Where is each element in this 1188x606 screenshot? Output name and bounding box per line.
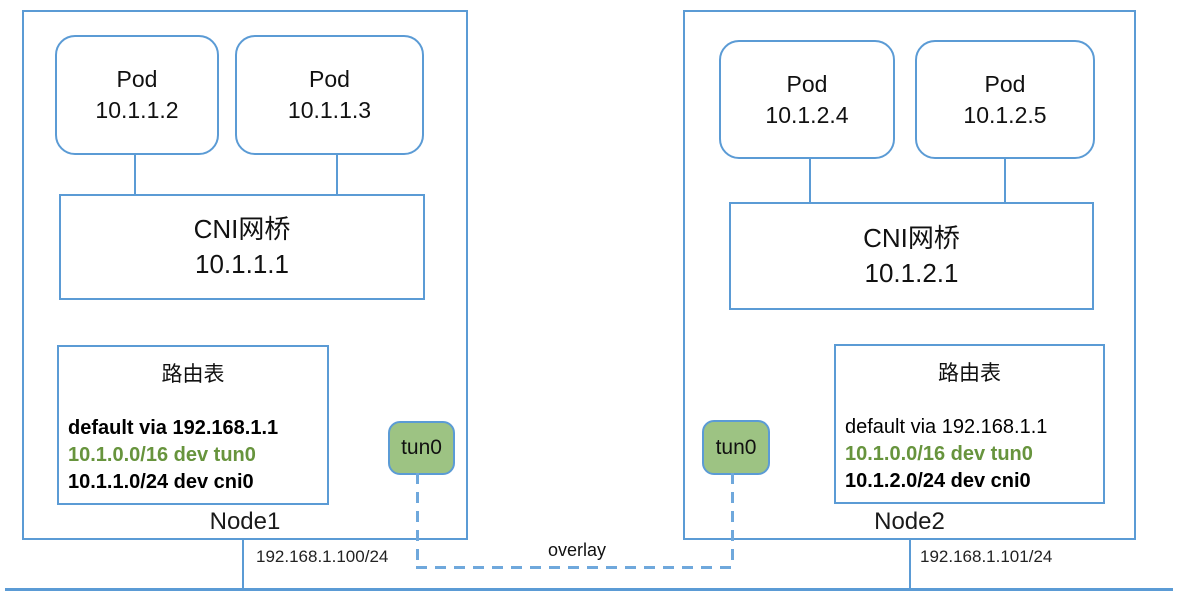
pod-connector-line xyxy=(134,155,136,194)
node1-box: Pod 10.1.1.2 Pod 10.1.1.3 CNI网桥 10.1.1.1… xyxy=(22,10,468,540)
cni-bridge-box: CNI网桥 10.1.2.1 xyxy=(729,202,1094,310)
route-entry: default via 192.168.1.1 xyxy=(845,416,1048,438)
pod-ip: 10.1.1.2 xyxy=(95,97,179,123)
route-table-title: 路由表 xyxy=(161,363,225,386)
overlay-path-left-segment xyxy=(416,473,419,568)
overlay-label: overlay xyxy=(547,540,607,560)
pod-box: Pod 10.1.1.2 xyxy=(55,35,219,155)
node1-uplink-line xyxy=(242,540,244,589)
tun0-label: tun0 xyxy=(401,436,442,459)
node2-box: Pod 10.1.2.4 Pod 10.1.2.5 CNI网桥 10.1.2.1… xyxy=(683,10,1136,540)
route-list: default via 192.168.1.1 10.1.0.0/16 dev … xyxy=(845,414,1101,495)
route-list: default via 192.168.1.1 10.1.0.0/16 dev … xyxy=(68,415,325,496)
route-entry: default via 192.168.1.1 xyxy=(68,417,279,439)
route-entry: 10.1.0.0/16 dev tun0 xyxy=(68,444,256,466)
tun0-badge: tun0 xyxy=(388,421,455,475)
pod-connector-line xyxy=(1004,159,1006,202)
pod-name: Pod xyxy=(984,70,1026,97)
pod-name: Pod xyxy=(309,66,350,92)
pod-ip: 10.1.2.5 xyxy=(963,101,1047,128)
route-entry: 10.1.2.0/24 dev cni0 xyxy=(845,470,1031,492)
pod-name: Pod xyxy=(116,66,158,92)
overlay-path-horizontal-segment xyxy=(416,566,733,569)
route-entry: 10.1.0.0/16 dev tun0 xyxy=(845,443,1033,465)
node2-interface-ip-label: 192.168.1.101/24 xyxy=(920,547,1053,566)
cni-bridge-name: CNI网桥 xyxy=(863,223,960,253)
node1-interface-ip-label: 192.168.1.100/24 xyxy=(256,547,389,566)
tun0-badge: tun0 xyxy=(702,420,770,475)
pod-ip: 10.1.2.4 xyxy=(765,101,849,128)
pod-box: Pod 10.1.1.3 xyxy=(235,35,424,155)
route-entry: 10.1.1.0/24 dev cni0 xyxy=(68,471,254,493)
node-label: Node1 xyxy=(209,508,281,535)
cni-bridge-ip: 10.1.1.1 xyxy=(195,249,289,279)
pod-connector-line xyxy=(336,155,338,194)
cni-bridge-name: CNI网桥 xyxy=(193,214,291,244)
tun0-label: tun0 xyxy=(715,435,757,459)
pod-box: Pod 10.1.2.4 xyxy=(719,40,895,159)
route-table: 路由表 default via 192.168.1.1 10.1.0.0/16 … xyxy=(57,345,329,505)
pod-connector-line xyxy=(809,159,811,202)
cni-bridge-ip: 10.1.2.1 xyxy=(864,258,959,288)
overlay-path-right-segment xyxy=(731,473,734,568)
pod-box: Pod 10.1.2.5 xyxy=(915,40,1095,159)
pod-ip: 10.1.1.3 xyxy=(287,97,372,123)
pod-name: Pod xyxy=(786,70,828,97)
physical-network-line xyxy=(5,588,1173,591)
node2-uplink-line xyxy=(909,540,911,589)
route-table: 路由表 default via 192.168.1.1 10.1.0.0/16 … xyxy=(834,344,1105,504)
node-label: Node2 xyxy=(874,508,945,535)
route-table-title: 路由表 xyxy=(938,362,1001,385)
cni-bridge-box: CNI网桥 10.1.1.1 xyxy=(59,194,425,300)
